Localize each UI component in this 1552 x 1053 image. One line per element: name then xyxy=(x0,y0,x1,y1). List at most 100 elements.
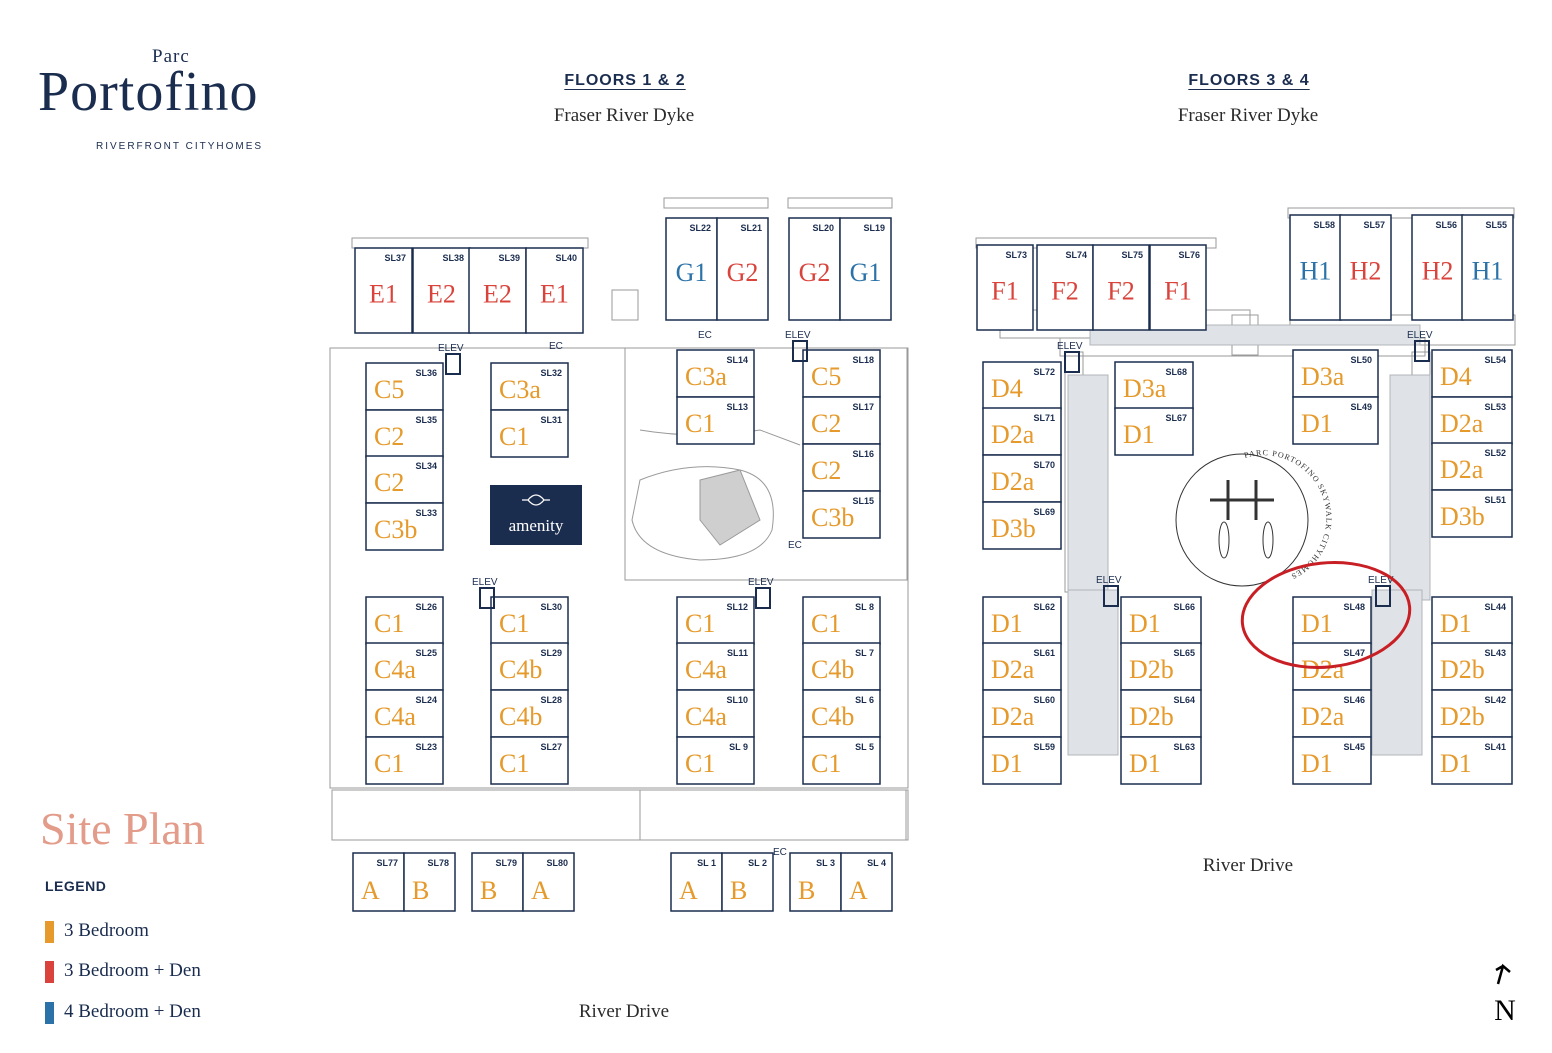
unit-sl-label: SL47 xyxy=(1343,648,1365,658)
unit-sl-label: SL50 xyxy=(1350,355,1372,365)
logo-tagline: RIVERFRONT CITYHOMES xyxy=(96,141,264,152)
unit-box xyxy=(982,407,1062,456)
unit-box xyxy=(1431,596,1513,645)
site-outline xyxy=(331,789,909,841)
unit-sl-label: SL48 xyxy=(1343,602,1365,612)
unit-box xyxy=(802,596,881,645)
unit-type-label: D1 xyxy=(1123,420,1155,449)
unit-box xyxy=(982,596,1062,645)
unit-type-label: D1 xyxy=(1301,609,1333,638)
unit-sl-label: SL32 xyxy=(540,368,562,378)
unit-type-label: C1 xyxy=(499,749,529,778)
unit-type-label: C4b xyxy=(811,702,854,731)
unit-type-label: D1 xyxy=(1129,749,1161,778)
unit-box xyxy=(365,362,444,411)
unit-sl-label: SL70 xyxy=(1033,460,1055,470)
legend-label: 4 Bedroom + Den xyxy=(64,1001,201,1022)
unit-box xyxy=(490,596,569,645)
unit-box xyxy=(840,852,893,912)
unit-type-label: D1 xyxy=(1129,609,1161,638)
unit-sl-label: SL 9 xyxy=(729,742,748,752)
unit-sl-label: SL21 xyxy=(740,223,762,233)
elevator-icon xyxy=(792,340,808,362)
unit-sl-label: SL10 xyxy=(726,695,748,705)
unit-type-label: C3b xyxy=(374,515,417,544)
unit-sl-label: SL64 xyxy=(1173,695,1195,705)
unit-type-label: E2 xyxy=(427,280,456,309)
unit-sl-label: SL39 xyxy=(498,253,520,263)
unit-sl-label: SL30 xyxy=(540,602,562,612)
site-outline xyxy=(611,289,639,321)
unit-sl-label: SL77 xyxy=(376,858,398,868)
unit-sl-label: SL26 xyxy=(415,602,437,612)
unit-type-label: C1 xyxy=(811,749,841,778)
unit-box xyxy=(721,852,774,912)
unit-type-label: D1 xyxy=(1301,749,1333,778)
unit-sl-label: SL55 xyxy=(1485,220,1507,230)
unit-box xyxy=(354,247,413,334)
left-floor-title: FLOORS 1 & 2 xyxy=(564,72,686,89)
unit-type-label: D1 xyxy=(991,609,1023,638)
legend-item-4-bedroom-den: 4 Bedroom + Den xyxy=(45,1001,201,1024)
unit-type-label: F1 xyxy=(991,277,1018,306)
unit-sl-label: SL62 xyxy=(1033,602,1055,612)
unit-type-label: D2a xyxy=(1440,455,1484,484)
unit-sl3: SL 3B xyxy=(789,852,842,912)
north-arrow: N xyxy=(1490,960,1520,1026)
unit-type-label: C4a xyxy=(374,655,416,684)
unit-box xyxy=(676,596,755,645)
corridor xyxy=(1067,589,1119,756)
unit-box xyxy=(982,501,1062,550)
unit-box xyxy=(522,852,575,912)
unit-box xyxy=(982,454,1062,503)
corridor xyxy=(1067,374,1109,601)
unit-type-label: C1 xyxy=(685,609,715,638)
unit-type-label: D1 xyxy=(991,749,1023,778)
unit-type-label: D2a xyxy=(991,467,1035,496)
unit-type-label: F2 xyxy=(1051,277,1078,306)
unit-box xyxy=(1431,396,1513,445)
unit-box xyxy=(788,217,841,321)
unit-type-label: C1 xyxy=(499,609,529,638)
unit-sl8: SL 8C1 xyxy=(802,596,881,645)
unit-type-label: C1 xyxy=(374,609,404,638)
skywalk-circle xyxy=(1175,453,1309,587)
unit-box xyxy=(490,642,569,691)
unit-box xyxy=(802,443,881,492)
site-outline xyxy=(329,347,909,789)
elevator-icon xyxy=(1414,340,1430,362)
unit-type-label: D2b xyxy=(1129,702,1174,731)
unit-box xyxy=(1292,596,1372,645)
elevator-icon xyxy=(1375,585,1391,607)
unit-box xyxy=(1431,689,1513,738)
unit-type-label: D3b xyxy=(1440,502,1485,531)
unit-box xyxy=(1431,489,1513,538)
unit-type-label: C1 xyxy=(685,749,715,778)
unit-box xyxy=(676,689,755,738)
unit-box xyxy=(365,409,444,458)
amenity-label: amenity xyxy=(509,516,564,535)
unit-box xyxy=(802,689,881,738)
unit-type-label: C3a xyxy=(685,362,727,391)
legend-item-3-bedroom: 3 Bedroom xyxy=(45,920,149,943)
